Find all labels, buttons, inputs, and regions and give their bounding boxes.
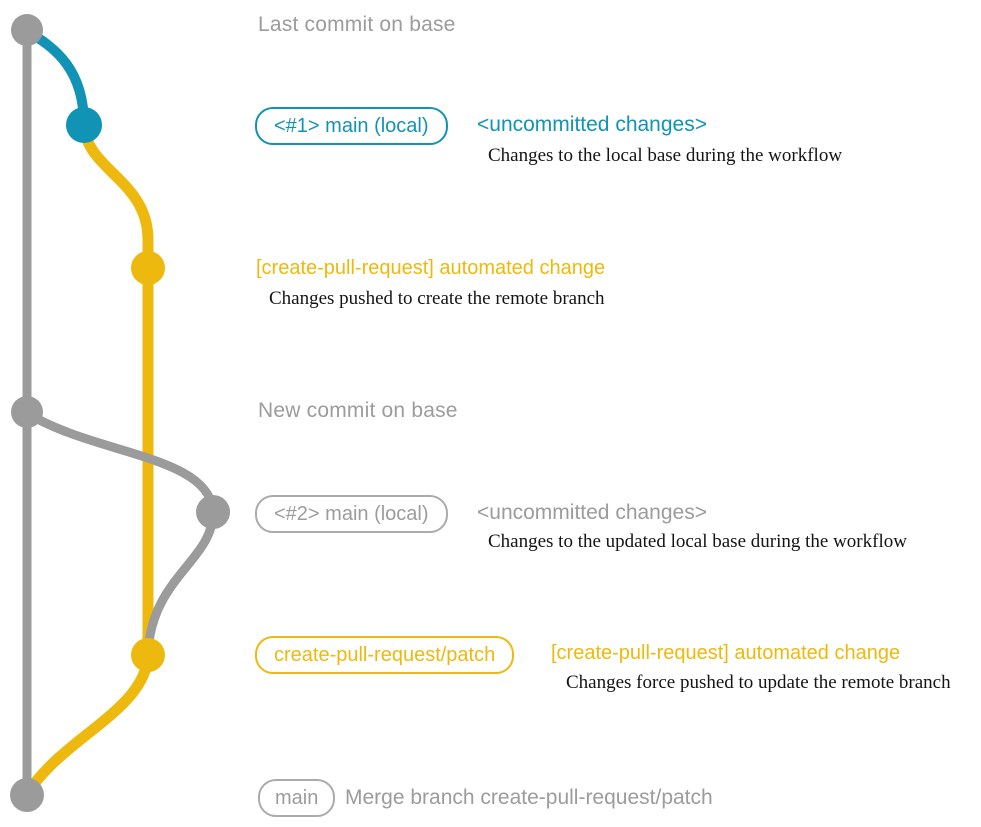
updated-main-branch-line-out [24, 409, 218, 513]
patch-branch-line [78, 124, 154, 655]
description-force-push-update-branch: Changes force pushed to update the remot… [566, 672, 951, 693]
status-uncommitted-changes-2: <uncommitted changes> [477, 501, 707, 524]
branch-badge-main: main [258, 779, 336, 817]
branch-badge-main-local-1: <#1> main (local) [255, 107, 448, 145]
description-push-create-branch: Changes pushed to create the remote bran… [269, 288, 605, 309]
label-last-commit-on-base: Last commit on base [258, 13, 456, 36]
status-uncommitted-changes-1: <uncommitted changes> [477, 113, 707, 136]
commit-dot-main-local-2 [196, 495, 230, 529]
label-new-commit-on-base: New commit on base [258, 399, 458, 422]
updated-main-branch-line-in [143, 511, 218, 656]
commit-dot-main-local-1 [66, 107, 102, 143]
branch-badge-main-local-2: <#2> main (local) [255, 495, 448, 533]
commit-message-automated-change-2: [create-pull-request] automated change [551, 642, 901, 664]
commit-dot-patch-2 [131, 638, 165, 672]
commit-message-automated-change-1: [create-pull-request] automated change [256, 257, 606, 279]
commit-dot-new-base [11, 396, 43, 428]
patch-branch-merge-line [23, 654, 154, 796]
commit-dot-merge [10, 778, 44, 812]
commit-dot-last-base [11, 14, 43, 46]
commit-message-merge-branch: Merge branch create-pull-request/patch [345, 786, 713, 809]
commit-dot-patch-1 [131, 251, 165, 285]
description-local-base-changes-2: Changes to the updated local base during… [488, 531, 907, 552]
branch-badge-patch: create-pull-request/patch [255, 636, 515, 674]
description-local-base-changes-1: Changes to the local base during the wor… [488, 145, 843, 166]
